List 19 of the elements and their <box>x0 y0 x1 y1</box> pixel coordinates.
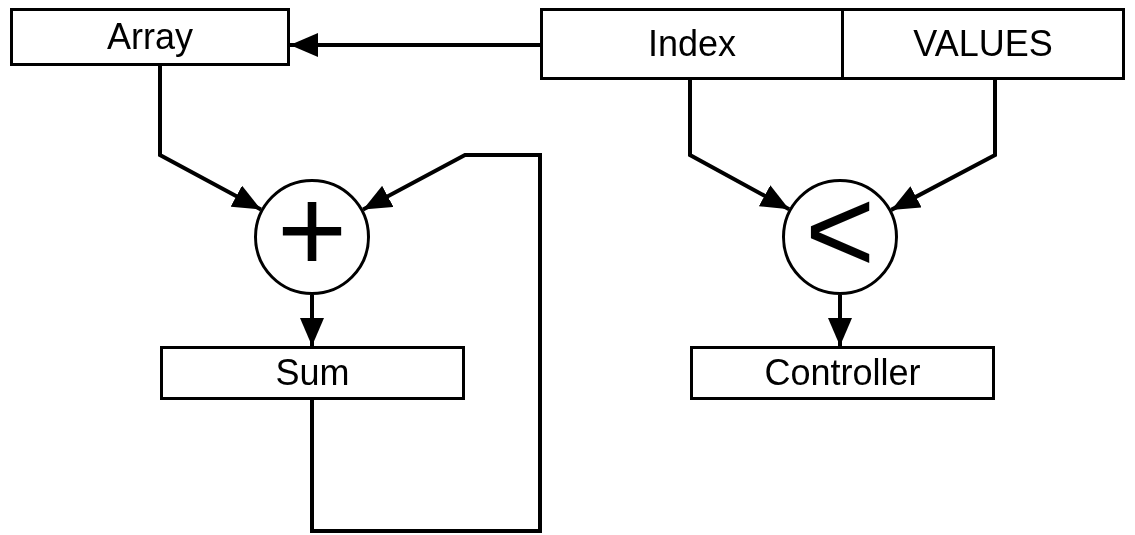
arrow <box>688 80 791 211</box>
arrow <box>310 153 542 533</box>
box-label: Array <box>107 19 193 55</box>
process-box <box>841 8 1125 80</box>
arrow <box>158 66 262 212</box>
arrow <box>828 295 852 346</box>
box-label: VALUES <box>913 26 1053 62</box>
arrow <box>300 295 324 346</box>
box-label: Controller <box>764 355 921 391</box>
box-label: Index <box>647 26 737 62</box>
process-box <box>10 8 290 66</box>
operator-symbol: < <box>804 170 876 290</box>
process-box <box>160 346 465 400</box>
arrow <box>890 80 997 212</box>
box-label: Sum <box>275 355 350 391</box>
process-box <box>690 346 995 400</box>
arrow <box>290 33 540 57</box>
process-box <box>540 8 844 80</box>
operator-symbol: + <box>276 170 348 290</box>
